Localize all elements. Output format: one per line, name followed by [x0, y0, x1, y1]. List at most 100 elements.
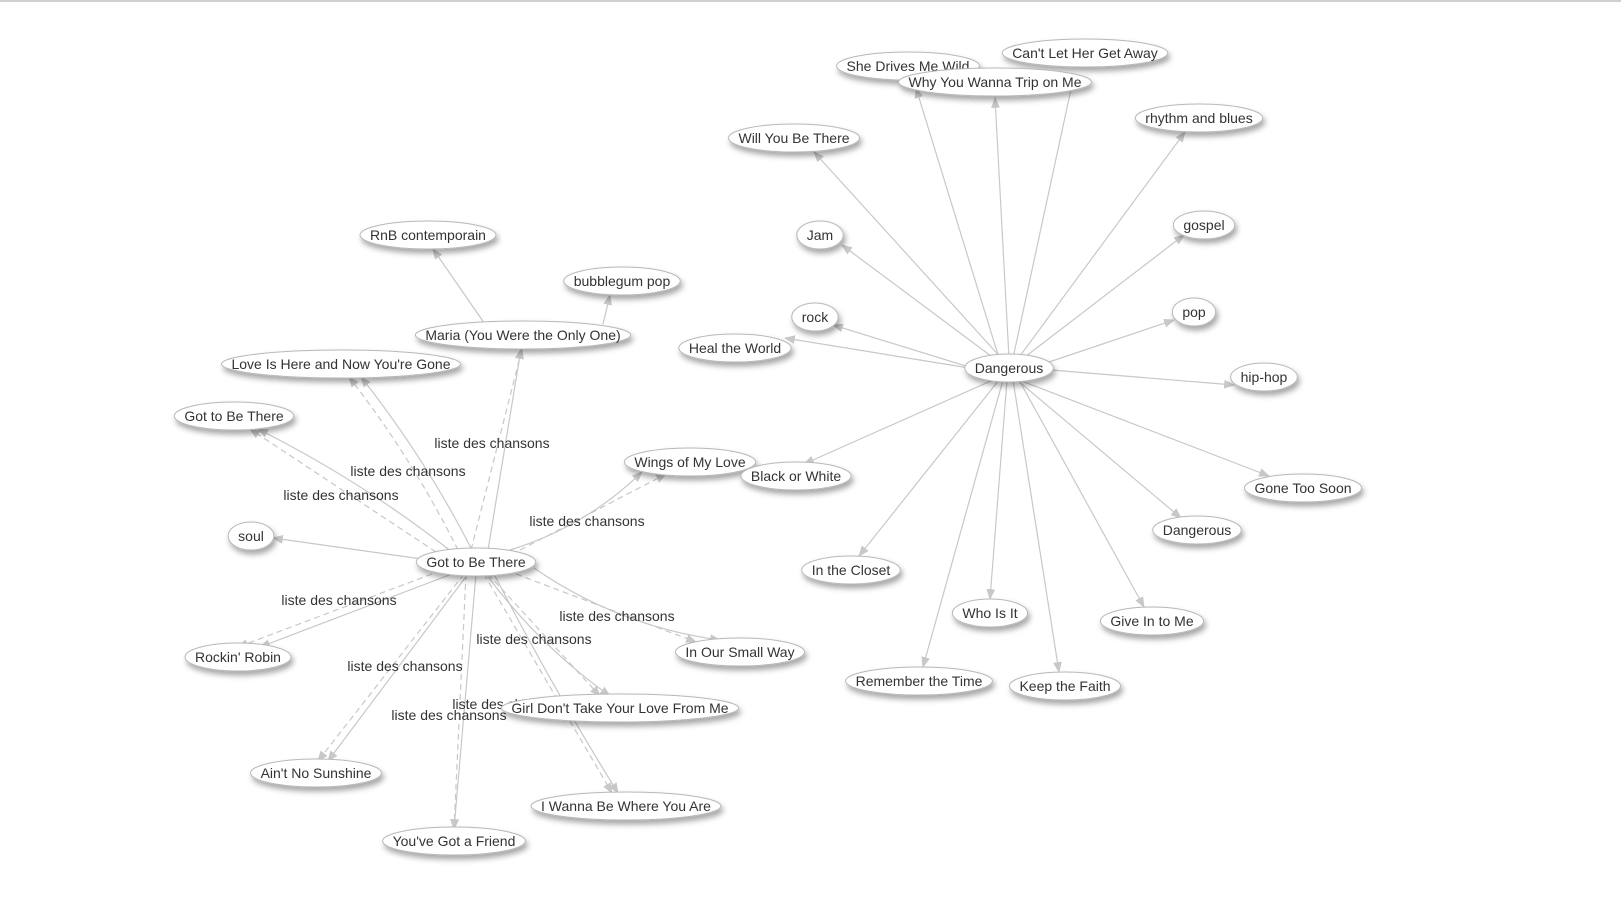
edge-got-to-soul[interactable]: [271, 535, 423, 560]
edge-got-to-maria-dashed[interactable]: [470, 347, 524, 551]
node-heal[interactable]: Heal the World: [678, 333, 792, 363]
edge-dangerous-to-giveIn[interactable]: [1018, 379, 1145, 608]
node-willyou[interactable]: Will You Be There: [727, 123, 861, 153]
edge-dangerous-to-jam[interactable]: [841, 244, 1000, 363]
node-ellipse[interactable]: [796, 220, 844, 250]
node-ellipse[interactable]: [678, 333, 792, 363]
node-ellipse[interactable]: [500, 693, 740, 723]
edge-dangerous-to-goneSoon[interactable]: [1018, 379, 1271, 477]
edge-maria-to-bubblegum[interactable]: [602, 293, 612, 325]
node-ellipse[interactable]: [227, 521, 275, 551]
edge-got-to-wings[interactable]: [509, 471, 643, 551]
node-soul[interactable]: soul: [227, 521, 275, 551]
edge-got-to-lovehere[interactable]: [360, 376, 473, 551]
node-rnb[interactable]: RnB contemporain: [359, 220, 497, 250]
edge-got-to-rockin-dashed[interactable]: [236, 573, 433, 648]
edge-got-to-lovehere-dashed[interactable]: [348, 376, 459, 551]
node-girldont[interactable]: Girl Don't Take Your Love From Me: [500, 693, 740, 723]
node-ellipse[interactable]: [1134, 103, 1264, 133]
edge-dangerous-to-rhythm[interactable]: [1016, 131, 1186, 361]
node-ellipse[interactable]: [563, 266, 681, 296]
node-aint[interactable]: Ain't No Sunshine: [250, 758, 382, 788]
edge-dangerous-to-whois[interactable]: [986, 379, 1008, 601]
edge-dangerous-to-cantlet[interactable]: [1012, 78, 1076, 359]
node-iwanna[interactable]: I Wanna Be Where You Are: [530, 791, 722, 821]
node-blackwhite[interactable]: Black or White: [740, 461, 852, 491]
edge-dangerous-to-drives[interactable]: [914, 86, 1000, 359]
node-ellipse[interactable]: [791, 302, 839, 332]
node-faith[interactable]: Keep the Faith: [1008, 671, 1122, 701]
node-giveIn[interactable]: Give In to Me: [1099, 606, 1205, 636]
edge-got-to-rockin[interactable]: [258, 573, 453, 648]
edge-got-to-got2-dashed[interactable]: [249, 428, 437, 553]
node-whyyou[interactable]: Why You Wanna Trip on Me: [897, 67, 1093, 97]
node-closet[interactable]: In the Closet: [801, 555, 901, 585]
node-friend[interactable]: You've Got a Friend: [382, 826, 526, 856]
node-ellipse[interactable]: [184, 642, 292, 672]
node-ellipse[interactable]: [727, 123, 861, 153]
node-ellipse[interactable]: [220, 349, 462, 379]
node-gospel[interactable]: gospel: [1172, 210, 1236, 240]
edge-dangerous-to-blackwhite[interactable]: [802, 379, 994, 465]
edge-got-to-friend[interactable]: [450, 573, 477, 831]
edge-dangerous-to-willyou[interactable]: [813, 151, 1004, 361]
edge-got-to-smallway-dashed[interactable]: [515, 573, 698, 643]
node-ellipse[interactable]: [674, 637, 806, 667]
node-bubblegum[interactable]: bubblegum pop: [563, 266, 681, 296]
node-ellipse[interactable]: [1243, 473, 1363, 503]
edge-dangerous-to-faith[interactable]: [1012, 379, 1062, 674]
edge-dangerous-to-pop[interactable]: [1048, 318, 1176, 363]
node-rhythm[interactable]: rhythm and blues: [1134, 103, 1264, 133]
node-wings[interactable]: Wings of My Love: [623, 447, 757, 477]
node-ellipse[interactable]: [740, 461, 852, 491]
node-ellipse[interactable]: [897, 67, 1093, 97]
edge-dangerous-to-dangerous2[interactable]: [1016, 379, 1182, 519]
edge-dangerous-to-hiphop[interactable]: [1050, 369, 1236, 389]
node-ellipse[interactable]: [250, 758, 382, 788]
edge-got-to-iwanna[interactable]: [493, 573, 619, 794]
node-maria[interactable]: Maria (You Were the Only One): [414, 320, 632, 350]
edge-dangerous-to-remember[interactable]: [921, 379, 1004, 669]
node-ellipse[interactable]: [382, 826, 526, 856]
node-ellipse[interactable]: [414, 320, 632, 350]
node-remember[interactable]: Remember the Time: [845, 666, 993, 696]
node-dangerous2[interactable]: Dangerous: [1152, 515, 1242, 545]
node-ellipse[interactable]: [359, 220, 497, 250]
node-ellipse[interactable]: [1172, 210, 1236, 240]
node-got[interactable]: Got to Be There: [415, 547, 537, 577]
node-ellipse[interactable]: [1001, 38, 1169, 68]
edge-maria-to-rnb[interactable]: [432, 248, 488, 328]
node-jam[interactable]: Jam: [796, 220, 844, 250]
node-ellipse[interactable]: [1099, 606, 1205, 636]
node-whois[interactable]: Who Is It: [951, 598, 1029, 628]
edge-dangerous-to-gospel[interactable]: [1020, 234, 1185, 361]
node-goneSoon[interactable]: Gone Too Soon: [1243, 473, 1363, 503]
node-dangerous[interactable]: Dangerous: [964, 353, 1054, 383]
node-ellipse[interactable]: [801, 555, 901, 585]
edge-got-to-wings-dashed[interactable]: [519, 473, 667, 551]
node-lovehere[interactable]: Love Is Here and Now You're Gone: [220, 349, 462, 379]
edge-got-to-friend-dashed[interactable]: [450, 573, 467, 831]
node-ellipse[interactable]: [845, 666, 993, 696]
node-ellipse[interactable]: [1230, 362, 1298, 392]
edge-got-to-aint[interactable]: [327, 573, 469, 762]
node-hiphop[interactable]: hip-hop: [1230, 362, 1298, 392]
node-rock[interactable]: rock: [791, 302, 839, 332]
node-ellipse[interactable]: [951, 598, 1029, 628]
node-cantlet[interactable]: Can't Let Her Get Away: [1001, 38, 1169, 68]
edge-got-to-maria[interactable]: [487, 347, 524, 551]
edge-dangerous-to-whyyou[interactable]: [991, 96, 1010, 359]
node-ellipse[interactable]: [530, 791, 722, 821]
node-ellipse[interactable]: [1152, 515, 1242, 545]
node-ellipse[interactable]: [415, 547, 537, 577]
edge-got-to-smallway[interactable]: [533, 567, 722, 644]
node-ellipse[interactable]: [623, 447, 757, 477]
edge-got-to-iwanna-dashed[interactable]: [483, 573, 613, 794]
node-smallway[interactable]: In Our Small Way: [674, 637, 806, 667]
node-rockin[interactable]: Rockin' Robin: [184, 642, 292, 672]
node-pop[interactable]: pop: [1171, 297, 1217, 327]
node-ellipse[interactable]: [173, 401, 295, 431]
edge-got-to-got2[interactable]: [257, 428, 453, 553]
